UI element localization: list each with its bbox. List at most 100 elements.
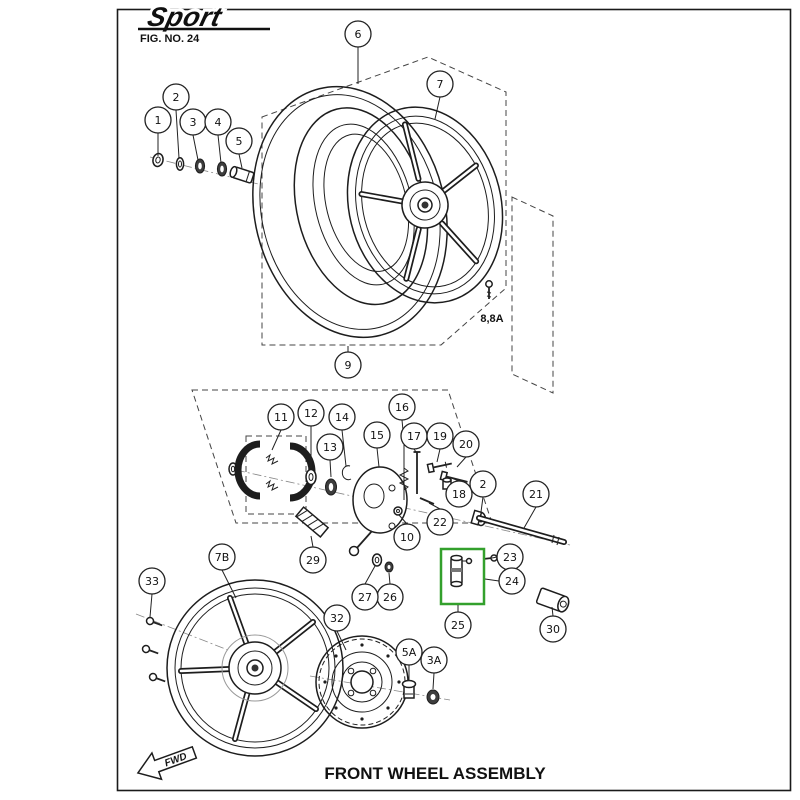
callout-circle: [162, 83, 190, 111]
callout-16: 16: [388, 393, 416, 421]
part-21-axle: [470, 509, 567, 546]
callout-17: 17: [400, 422, 428, 450]
callout-label: 14: [335, 411, 349, 424]
callout-circle: [426, 70, 454, 98]
callout-24: 24: [498, 567, 526, 595]
callout-label: 2: [480, 478, 487, 491]
brand-logo-text: Sport: [145, 1, 227, 32]
part-33-screws: [141, 616, 166, 683]
callout-circle: [393, 523, 421, 551]
part-2-washer: [175, 157, 185, 171]
callout-circle: [328, 403, 356, 431]
dashed-outline-boxes: [191, 56, 554, 524]
callout-label: 30: [546, 623, 560, 636]
callout-circle: [395, 638, 423, 666]
wheel-spokes: [178, 595, 319, 742]
callout-circle: [498, 567, 526, 595]
part-5-bushing: [229, 165, 255, 184]
callout-label: 2: [173, 91, 180, 104]
callout-label: 11: [274, 411, 288, 424]
callout-label: 29: [306, 554, 320, 567]
callout-14: 14: [328, 403, 356, 431]
callout-3: 3: [179, 108, 207, 136]
callout-21: 21: [522, 480, 550, 508]
part-5a-bolt: [401, 679, 417, 699]
callout-2b: 2: [469, 470, 497, 498]
page-title: FRONT WHEEL ASSEMBLY: [324, 764, 546, 783]
callout-3a: 3A: [420, 646, 448, 674]
callout-26: 26: [376, 583, 404, 611]
callout-circle: [452, 430, 480, 458]
callout-5a: 5A: [395, 638, 423, 666]
callout-circle: [144, 106, 172, 134]
callout-33: 33: [138, 567, 166, 595]
callout-circle: [420, 646, 448, 674]
callout-label: 27: [358, 591, 372, 604]
callout-circle: [351, 583, 379, 611]
part-10-ring: [393, 506, 403, 516]
callout-label: 15: [370, 429, 384, 442]
callout-circle: [316, 433, 344, 461]
callout-12: 12: [297, 399, 325, 427]
callout-circle: [539, 615, 567, 643]
callout-circle: [388, 393, 416, 421]
callout-29: 29: [299, 546, 327, 574]
center-lines: [135, 156, 571, 701]
wheel-spokes: [358, 121, 480, 282]
callout-label: 4: [215, 116, 222, 129]
part-22-pin: [419, 497, 435, 505]
hub-center: [251, 664, 259, 672]
callout-label: 10: [400, 531, 414, 544]
callout-circle: [225, 127, 253, 155]
part-27-washer: [371, 553, 383, 567]
callout-circle: [344, 20, 372, 48]
callout-label: 23: [503, 551, 517, 564]
callout-circle: [469, 470, 497, 498]
callout-label: 12: [304, 407, 318, 420]
callout-label: 24: [505, 575, 519, 588]
highlight-box-25: [439, 547, 486, 606]
callout-label: 13: [323, 441, 337, 454]
part-30-cylinder: [535, 587, 570, 613]
part-26-nut: [384, 561, 394, 573]
part-29-spring: [294, 506, 330, 538]
callout-9: 9: [334, 351, 362, 379]
callout-1: 1: [144, 106, 172, 134]
callout-10: 10: [393, 523, 421, 551]
callout-label: 16: [395, 401, 409, 414]
callout-circle: [208, 543, 236, 571]
front-wheel-part7b: [166, 579, 344, 757]
part-15-brake-panel: [348, 466, 408, 557]
axle-hardware-top: [152, 152, 255, 184]
part-4-seal: [216, 161, 228, 177]
fwd-label: FWD: [163, 751, 188, 769]
callout-4: 4: [204, 108, 232, 136]
callout-label: 7B: [215, 551, 230, 564]
part-32-brake-disc: [315, 635, 409, 729]
part-8-label: 8,8A: [480, 313, 503, 325]
front-wheel-part7: [346, 106, 504, 304]
callout-label: 18: [452, 488, 466, 501]
figure-number: FIG. NO. 24: [140, 33, 200, 45]
page-border: [116, 8, 792, 792]
part-14-circlip: [341, 465, 352, 481]
callout-circle: [522, 480, 550, 508]
callout-circle: [299, 546, 327, 574]
callout-circle: [426, 422, 454, 450]
leader-lines: [149, 47, 554, 690]
brand-logo: Sport Sport: [138, 0, 270, 35]
callout-circle: [323, 604, 351, 632]
hub-center: [421, 201, 429, 209]
callout-circle: [204, 108, 232, 136]
callout-circle: [334, 351, 362, 379]
callout-circle: [267, 403, 295, 431]
callout-7b: 7B: [208, 543, 236, 571]
part-17-pin: [413, 451, 421, 494]
callout-circle: [426, 508, 454, 536]
part-16-rod-spring: [398, 443, 410, 500]
part-3a-nut: [426, 689, 440, 705]
callout-label: 25: [451, 619, 465, 632]
callout-label: 1: [155, 114, 162, 127]
callout-25: 25: [444, 611, 472, 639]
